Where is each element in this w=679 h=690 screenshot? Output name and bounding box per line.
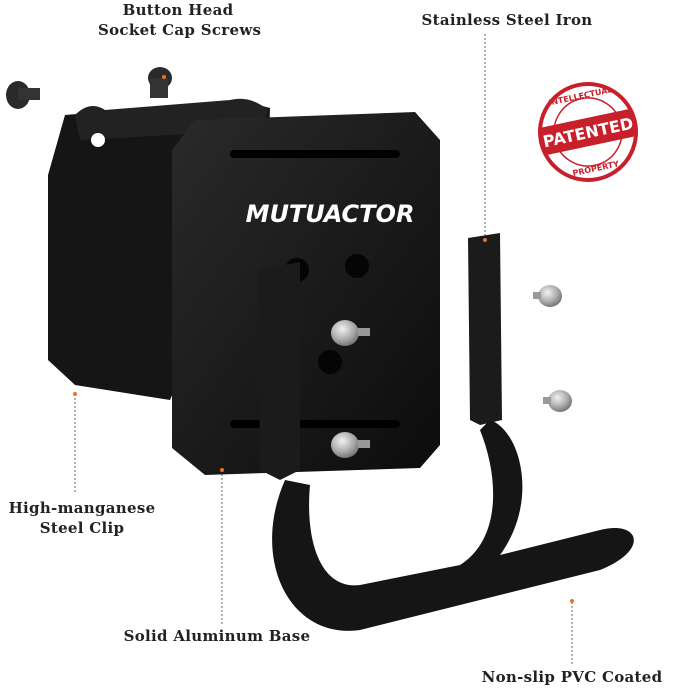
brand-logo: MUTUACTOR bbox=[246, 200, 415, 228]
label-clip-line1: High-manganese bbox=[8, 499, 156, 517]
silver-screw-icon bbox=[331, 432, 370, 458]
patented-stamp: PATENTED INTELLECTUAL PROPERTY bbox=[538, 82, 638, 182]
black-screw-icon bbox=[148, 67, 172, 98]
svg-text:INTELLECTUAL: INTELLECTUAL bbox=[548, 85, 614, 107]
silver-screw-icon bbox=[533, 285, 562, 307]
label-screws: Button Head Socket Cap Screws bbox=[98, 0, 262, 40]
label-clip-line2: Steel Clip bbox=[39, 519, 125, 537]
label-base: Solid Aluminum Base bbox=[123, 627, 311, 645]
leader-lines bbox=[74, 34, 573, 664]
label-coating: Non-slip PVC Coated bbox=[481, 668, 663, 686]
label-screws-line2: Socket Cap Screws bbox=[98, 21, 262, 39]
aluminum-base-plate: MUTUACTOR bbox=[172, 112, 440, 475]
label-clip: High-manganese Steel Clip bbox=[0, 498, 164, 538]
label-iron: Stainless Steel Iron bbox=[421, 11, 593, 29]
label-screws-line1: Button Head bbox=[122, 1, 234, 19]
steel-hook bbox=[258, 233, 634, 631]
silver-screw-icon bbox=[331, 320, 370, 346]
silver-screw-icon bbox=[543, 390, 572, 412]
black-screw-icon bbox=[6, 81, 40, 109]
